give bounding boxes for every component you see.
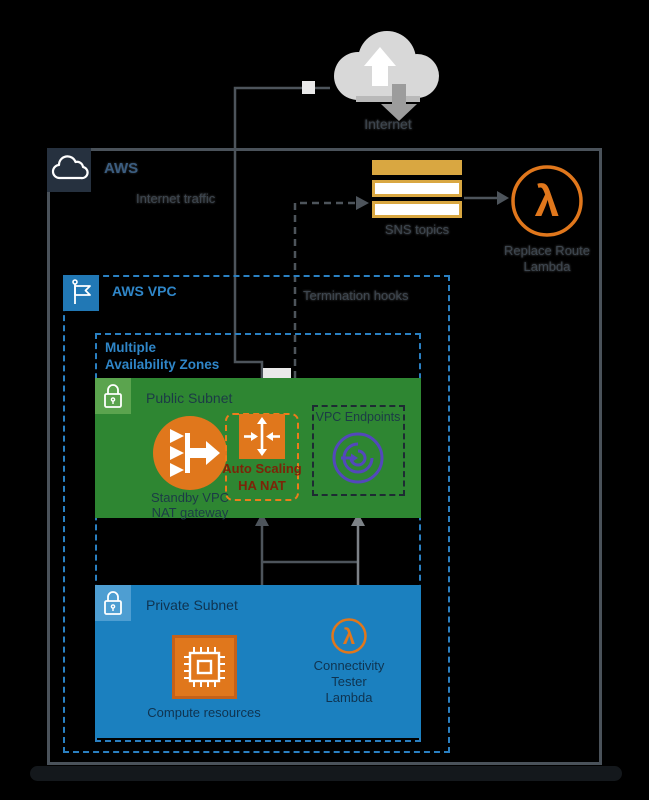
lambda-glyph: λ	[535, 177, 559, 226]
replace-route-lambda-label-2: Lambda	[523, 259, 571, 274]
auto-scaling-label-1: Auto Scaling	[222, 461, 302, 476]
nat-gateway-icon	[153, 416, 227, 490]
auto-scaling-nat-container	[239, 414, 285, 459]
lock-icon	[104, 384, 122, 408]
down-arrow-icon	[381, 84, 417, 121]
az-label-2: Availability Zones	[105, 357, 220, 372]
vpc-endpoint-icon	[332, 432, 384, 484]
termination-hooks-label: Termination hooks	[303, 288, 409, 303]
az-label-1: Multiple	[105, 340, 156, 355]
private-subnet-label: Private Subnet	[146, 597, 238, 613]
vpc-corner	[63, 275, 99, 311]
auto-scaling-icon	[244, 417, 280, 456]
public-subnet-label: Public Subnet	[146, 390, 233, 406]
aws-cloud-icon	[51, 155, 89, 180]
vpc-endpoints-label: VPC Endpoints	[315, 410, 401, 424]
availability-zones-boundary	[95, 333, 421, 742]
lambda-glyph: λ	[343, 624, 355, 649]
up-arrow-icon	[364, 47, 396, 86]
vpc-boundary	[63, 275, 450, 753]
compute-resources-label: Compute resources	[147, 705, 261, 720]
vpc-endpoints-boundary	[312, 405, 405, 496]
connectivity-tester-lambda-icon: λ	[331, 618, 367, 654]
compute-chip-icon	[184, 647, 225, 687]
flag-icon	[72, 279, 91, 304]
vpc-label: AWS VPC	[112, 283, 177, 299]
aws-cloud-corner	[47, 148, 91, 192]
replace-route-lambda-icon: λ	[511, 165, 583, 237]
nat-gateway-label-2: NAT gateway	[151, 505, 229, 520]
public-subnet-corner	[95, 378, 131, 414]
line-joint	[302, 81, 315, 94]
nat-gateway-label-1: Standby VPC	[150, 490, 230, 505]
lock-icon	[104, 591, 122, 615]
replace-route-lambda-label-1: Replace Route	[504, 243, 590, 258]
sns-topics-icon	[372, 160, 462, 218]
compute-resources-container	[172, 635, 237, 699]
internet-label: Internet	[364, 116, 412, 132]
aws-cloud-boundary	[47, 148, 602, 765]
aws-cloud-label: AWS	[104, 160, 139, 177]
internet-traffic-label: Internet traffic	[136, 191, 216, 206]
connectivity-tester-label-2: Tester	[331, 674, 367, 689]
connectivity-tester-label-3: Lambda	[325, 690, 373, 705]
cloud-shadow	[30, 766, 622, 781]
private-subnet	[95, 585, 421, 738]
private-subnet-corner	[95, 585, 131, 621]
auto-scaling-label-2: HA NAT	[238, 478, 286, 493]
internet-cloud-icon	[334, 31, 439, 121]
sns-topics-label: SNS topics	[384, 222, 450, 237]
connectivity-tester-label-1: Connectivity	[313, 658, 385, 673]
